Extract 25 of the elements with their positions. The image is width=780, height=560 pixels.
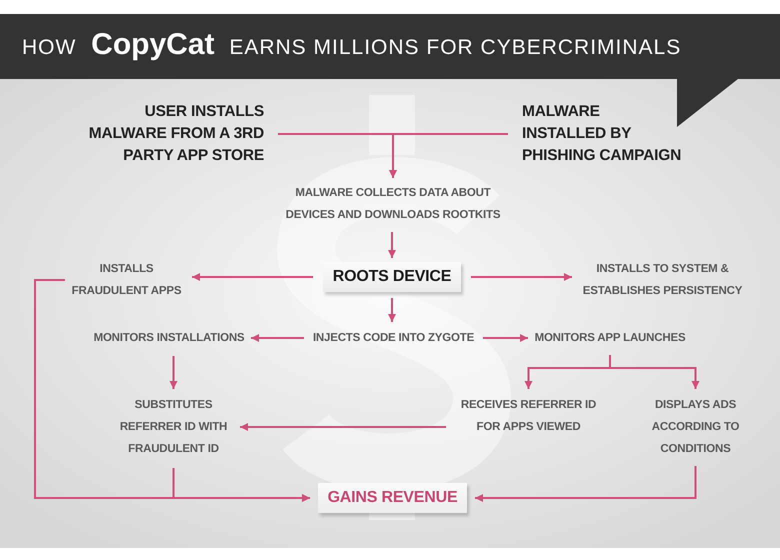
step-text: MALWARE COLLECTS DATA ABOUT DEVICES AND DOWNLOADS ROOTKITS (285, 182, 501, 226)
arrow (251, 334, 304, 342)
step-text: USER INSTALLS MALWARE FROM A 3RD PARTY APP STORE (87, 101, 264, 167)
title: HOW CopyCat EARNS MILLIONS FOR CYBERCRIMINALS (22, 27, 682, 63)
step-text: INSTALLS TO SYSTEM & ESTABLISHES PERSISTENCY (582, 258, 743, 302)
arrow (170, 356, 178, 389)
arrow (388, 298, 396, 322)
step-text: INSTALLS FRAUDULENT APPS (71, 258, 182, 302)
step-text: INJECTS CODE INTO ZYGOTE (312, 327, 475, 349)
arrow (240, 423, 446, 431)
step-box: GAINS REVENUE (318, 483, 467, 513)
arrow (192, 273, 313, 281)
step-box: ROOTS DEVICE (323, 262, 461, 292)
arrow (389, 133, 508, 178)
step-text: SUBSTITUTES REFERRER ID WITH FRAUDULENT ID (119, 394, 228, 460)
arrow (471, 273, 572, 281)
arrow (388, 232, 396, 258)
arrow (483, 334, 528, 342)
step-text: DISPLAYS ADS ACCORDING TO CONDITIONS (651, 394, 740, 460)
arrow (34, 279, 310, 502)
step-text: MONITORS INSTALLATIONS (93, 327, 245, 349)
step-text: MALWARE INSTALLED BY PHISHING CAMPAIGN (522, 101, 683, 167)
step-text: RECEIVES REFERRER ID FOR APPS VIEWED (460, 394, 597, 438)
arrow (475, 466, 696, 502)
step-text: MONITORS APP LAUNCHES (534, 327, 686, 349)
